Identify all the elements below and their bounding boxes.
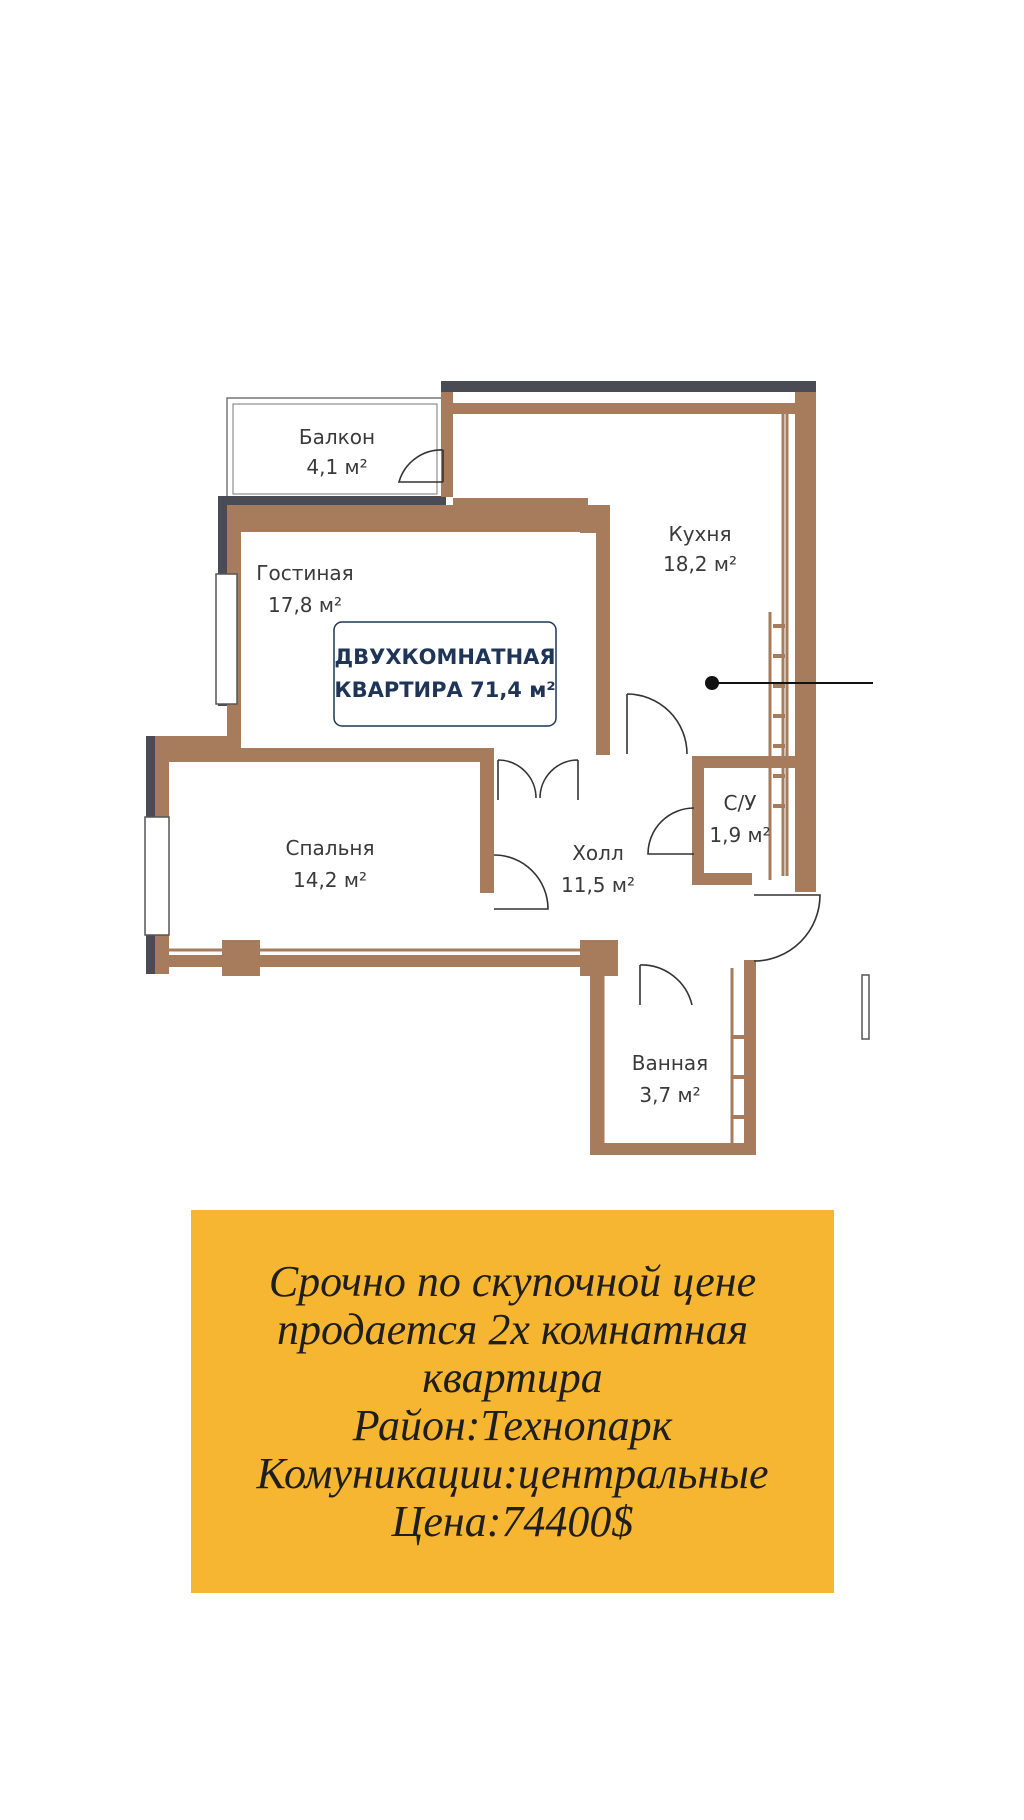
interior-walls (155, 392, 816, 1155)
svg-text:14,2 м²: 14,2 м² (293, 868, 367, 892)
promo-banner: Срочно по скупочной цене продается 2х ко… (191, 1210, 834, 1593)
floor-plan: Балкон 4,1 м² Кухня 18,2 м² Гостиная 17,… (144, 381, 873, 1155)
ladder-marks (733, 624, 785, 1119)
promo-line-utilities: Комуникации:центральные (256, 1448, 769, 1498)
promo-line-2: продается 2х комнатная (276, 1304, 749, 1354)
svg-text:Спальня: Спальня (286, 836, 375, 860)
room-label-living-room: Гостиная 17,8 м² (256, 561, 353, 617)
svg-text:1,9 м²: 1,9 м² (709, 823, 770, 847)
room-label-hall: Холл 11,5 м² (561, 841, 635, 897)
promo-line-3: квартира (422, 1352, 603, 1402)
svg-text:Ванная: Ванная (632, 1051, 708, 1075)
svg-text:Кухня: Кухня (669, 522, 732, 546)
svg-text:Холл: Холл (572, 841, 624, 865)
svg-text:17,8 м²: 17,8 м² (268, 593, 342, 617)
room-label-kitchen: Кухня 18,2 м² (663, 522, 737, 576)
room-label-bedroom: Спальня 14,2 м² (286, 836, 375, 892)
svg-text:11,5 м²: 11,5 м² (561, 873, 635, 897)
svg-text:3,7 м²: 3,7 м² (639, 1083, 700, 1107)
svg-text:КВАРТИРА 71,4 м²: КВАРТИРА 71,4 м² (334, 678, 555, 702)
doors (397, 449, 821, 1006)
apartment-badge: ДВУХКОМНАТНАЯ КВАРТИРА 71,4 м² (333, 621, 557, 727)
promo-line-district: Район:Технопарк (352, 1400, 673, 1450)
svg-text:С/У: С/У (724, 791, 757, 815)
windows (144, 573, 870, 1040)
promo-line-price: Цена:74400$ (391, 1496, 634, 1546)
svg-text:18,2 м²: 18,2 м² (663, 552, 737, 576)
svg-text:Балкон: Балкон (299, 425, 375, 449)
room-label-balcony: Балкон 4,1 м² (299, 425, 375, 479)
facade-lines (169, 414, 789, 1143)
room-label-wc: С/У 1,9 м² (709, 791, 770, 847)
kitchen-pointer (705, 676, 873, 690)
svg-text:Гостиная: Гостиная (256, 561, 353, 585)
promo-line-1: Срочно по скупочной цене (268, 1256, 757, 1306)
svg-text:ДВУХКОМНАТНАЯ: ДВУХКОМНАТНАЯ (334, 645, 555, 669)
svg-text:4,1 м²: 4,1 м² (306, 455, 367, 479)
room-label-bathroom: Ванная 3,7 м² (632, 1051, 708, 1107)
